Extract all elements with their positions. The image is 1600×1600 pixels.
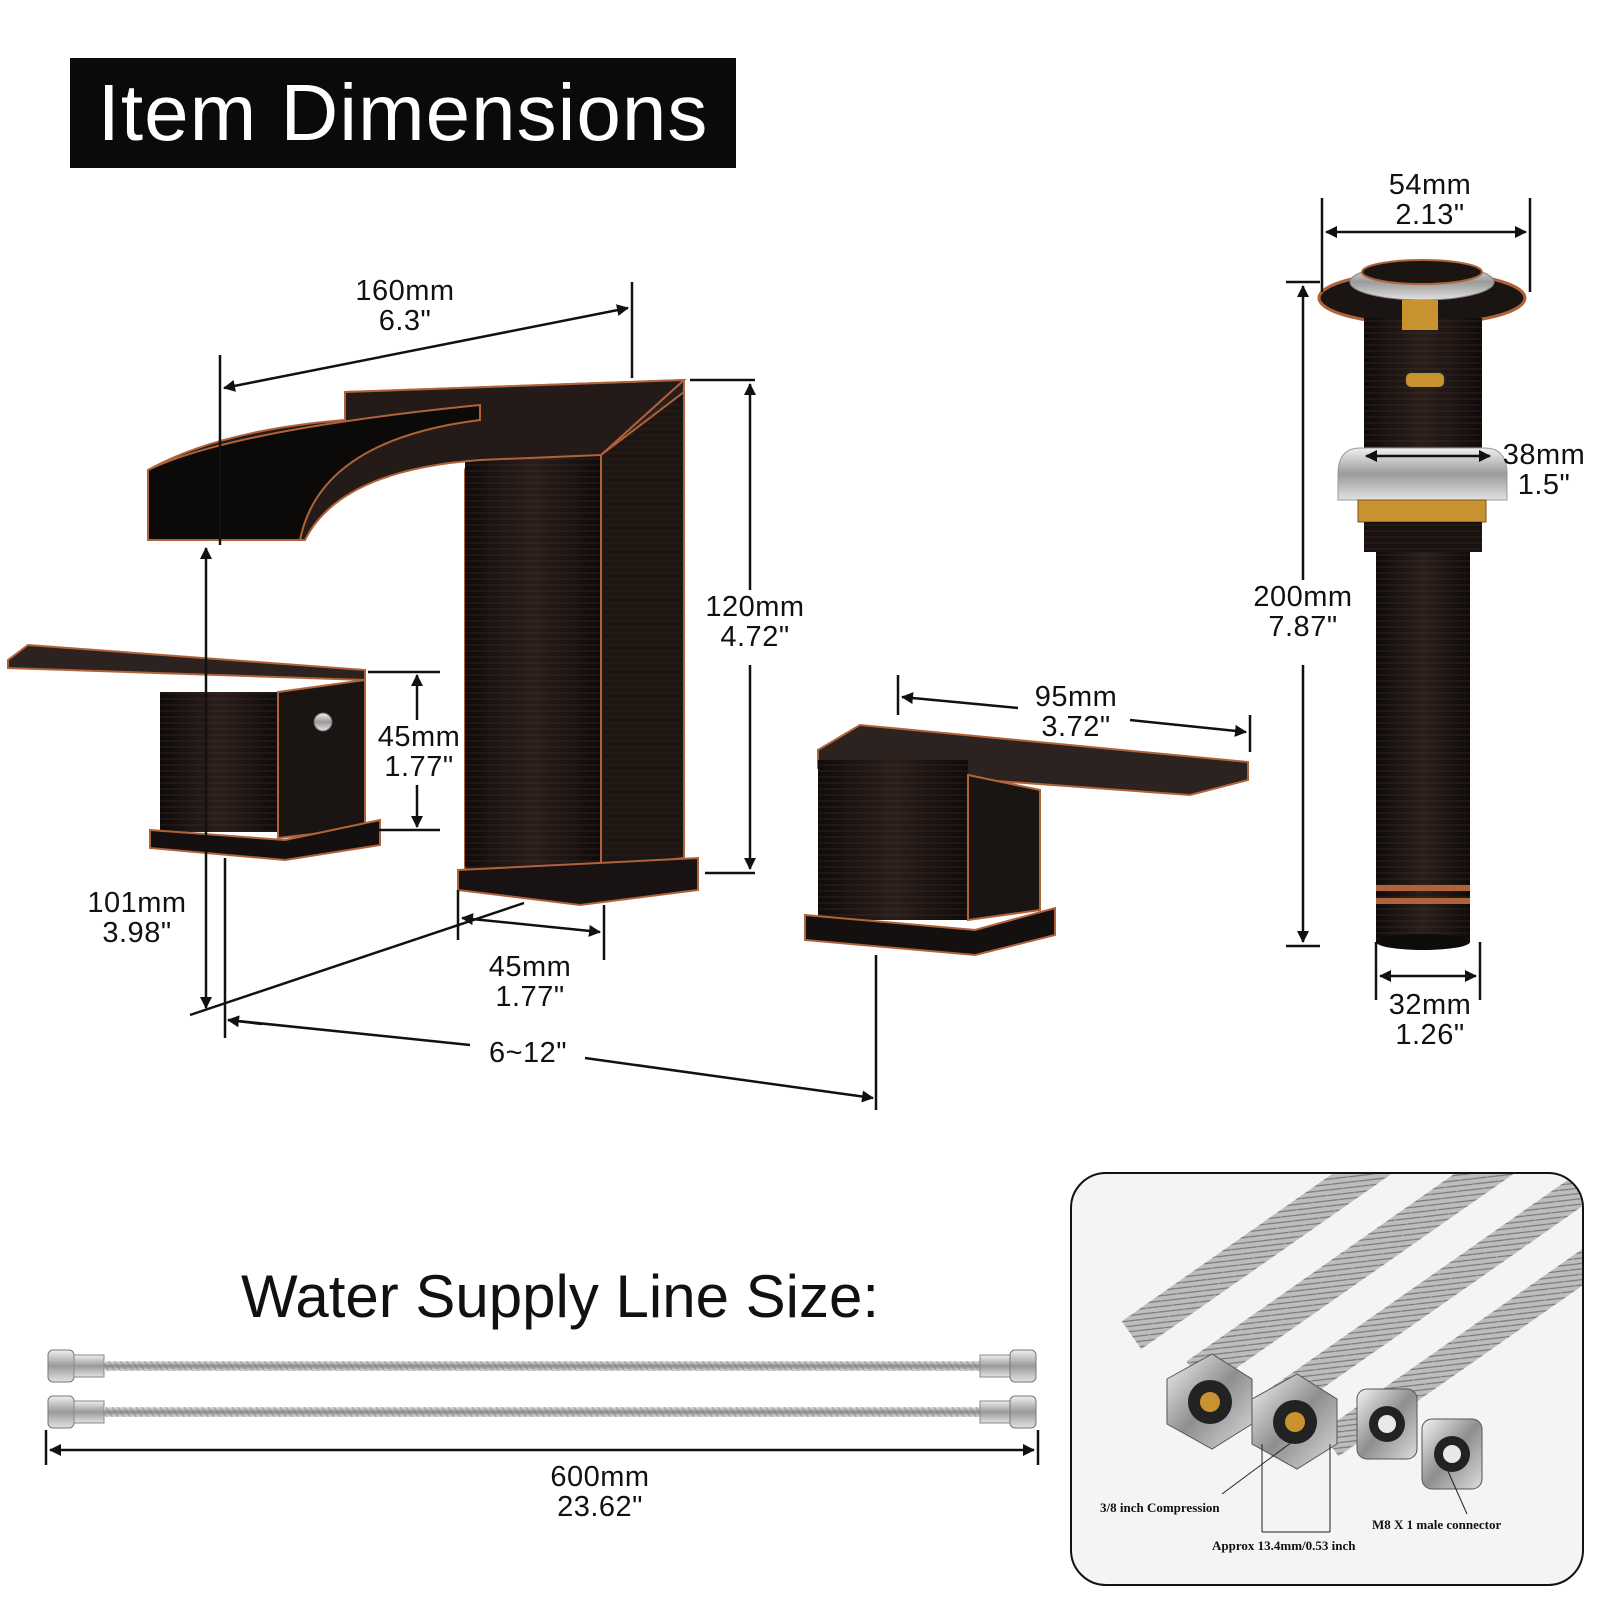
drain-top-diameter-in: 2.13"	[1395, 199, 1465, 231]
left-handle	[7, 643, 381, 862]
drain-mid-diameter-mm: 38mm	[1502, 439, 1586, 471]
supply-line-length-label: 600mm 23.62"	[530, 1462, 670, 1522]
spout-length-mm: 160mm	[355, 275, 455, 307]
right-handle	[804, 723, 1249, 957]
drain-bottom-diameter-mm: 32mm	[1388, 989, 1472, 1021]
faucet-height-in: 4.72"	[720, 621, 790, 653]
supply-hose-bottom	[47, 1395, 1037, 1429]
pop-up-drain	[1317, 259, 1527, 950]
compression-label: 3/8 inch Compression	[1100, 1500, 1220, 1515]
supply-hose-top	[47, 1349, 1037, 1383]
base-width-label: 45mm 1.77"	[470, 952, 590, 1012]
reach-label: 101mm 3.98"	[72, 888, 202, 948]
spread-label: 6~12"	[468, 1038, 588, 1068]
handle-height-in: 1.77"	[384, 751, 454, 783]
compression-nut-1	[1166, 1353, 1253, 1450]
drain-top-diameter-mm: 54mm	[1388, 169, 1472, 201]
drain-length-in: 7.87"	[1268, 611, 1338, 643]
handle-length-mm: 95mm	[1034, 681, 1118, 713]
handle-length-in: 3.72"	[1041, 711, 1111, 743]
spread-in: 6~12"	[488, 1037, 568, 1069]
base-width-mm: 45mm	[488, 951, 572, 983]
reach-in: 3.98"	[102, 917, 172, 949]
supply-line-length-in: 23.62"	[557, 1491, 643, 1523]
connector-illustration	[1121, 1174, 1582, 1533]
connector-inset: 3/8 inch Compression M8 X 1 male connect…	[1070, 1172, 1584, 1586]
base-width-in: 1.77"	[495, 981, 565, 1013]
drain-length-mm: 200mm	[1253, 581, 1353, 613]
faucet-height-mm: 120mm	[705, 591, 805, 623]
handle-length-label: 95mm 3.72"	[1016, 682, 1136, 742]
approx-size-label: Approx 13.4mm/0.53 inch	[1212, 1538, 1356, 1553]
drain-mid-diameter-label: 38mm 1.5"	[1490, 440, 1598, 500]
handle-height-mm: 45mm	[377, 721, 461, 753]
spout-length-label: 160mm 6.3"	[335, 276, 475, 336]
faucet-spout	[147, 378, 699, 907]
supply-line-length-mm: 600mm	[550, 1461, 650, 1493]
page-title: Item Dimensions	[70, 58, 736, 168]
drain-mid-diameter-in: 1.5"	[1517, 469, 1571, 501]
handle-height-label: 45mm 1.77"	[364, 722, 474, 782]
compression-nut-2	[1251, 1373, 1338, 1470]
spout-length-in: 6.3"	[378, 305, 432, 337]
reach-mm: 101mm	[87, 887, 187, 919]
drain-top-diameter-label: 54mm 2.13"	[1375, 170, 1485, 230]
male-connector-label: M8 X 1 male connector	[1372, 1517, 1502, 1532]
drain-bottom-diameter-in: 1.26"	[1395, 1019, 1465, 1051]
drain-bottom-diameter-label: 32mm 1.26"	[1375, 990, 1485, 1050]
supply-line-title: Water Supply Line Size:	[240, 1263, 880, 1330]
faucet-height-label: 120mm 4.72"	[690, 592, 820, 652]
male-connector-2	[1421, 1418, 1483, 1490]
male-connector-1	[1356, 1388, 1418, 1460]
drain-length-label: 200mm 7.87"	[1238, 582, 1368, 642]
